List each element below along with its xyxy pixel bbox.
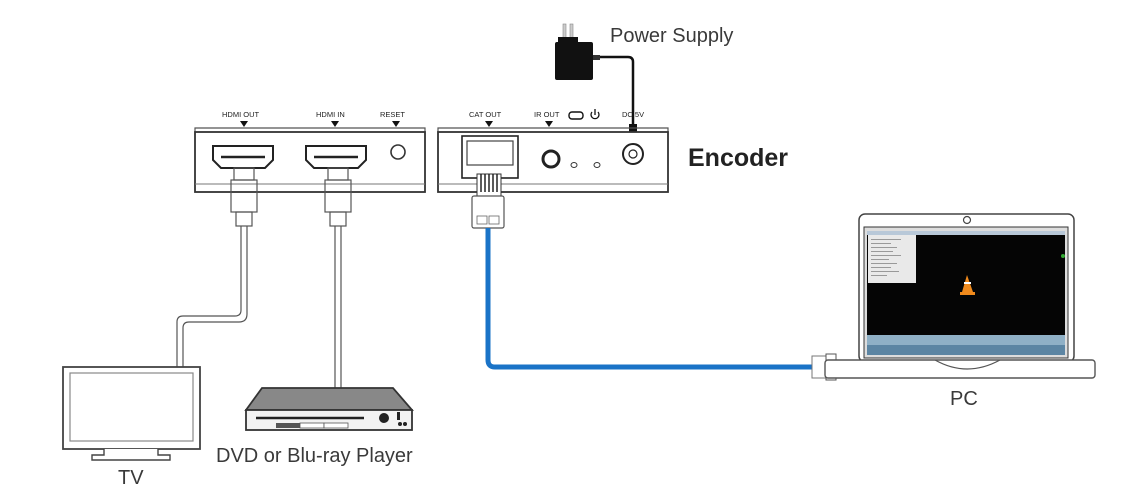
cat-out-arrow-icon [485,121,493,127]
dc-5v-port-label: DC 5V [622,110,644,119]
hdmi-out-port-label: HDMI OUT [222,110,259,119]
cat-plug [471,173,505,229]
reset-arrow-icon [392,121,400,127]
vlc-cone-icon [960,275,975,295]
cat-out-port-label: CAT OUT [469,110,502,119]
led-indicator-2 [593,162,601,168]
reset-port-label: RESET [380,110,405,119]
hdmi-in-port-label: HDMI IN [316,110,345,119]
tv [62,366,201,461]
player-label: DVD or Blu-ray Player [216,445,413,467]
hdmi-in-arrow-icon [331,121,339,127]
power-supply-label: Power Supply [610,25,733,47]
reset-button-icon [390,144,406,160]
dc-jack-pin [628,149,638,159]
rj45-port-icon [461,135,519,179]
hdmi-out-cable [176,167,258,370]
hdmi-out-port-icon [212,145,274,169]
laptop [824,213,1096,379]
ir-out-arrow-icon [545,121,553,127]
pc-label: PC [950,388,978,410]
cat-cable [485,228,812,370]
ir-out-port-label: IR OUT [534,110,560,119]
link-icon [568,111,584,120]
hdmi-out-arrow-icon [240,121,248,127]
led-indicator-1 [570,162,578,168]
dvd-player [244,387,414,431]
power-icon [590,109,600,120]
encoder-label: Encoder [688,144,788,172]
tv-label: TV [118,467,144,489]
hdmi-in-port-icon [305,145,367,169]
hdmi-in-cable [324,167,352,388]
ir-out-jack-icon [541,149,561,169]
webcam-icon [962,215,972,225]
